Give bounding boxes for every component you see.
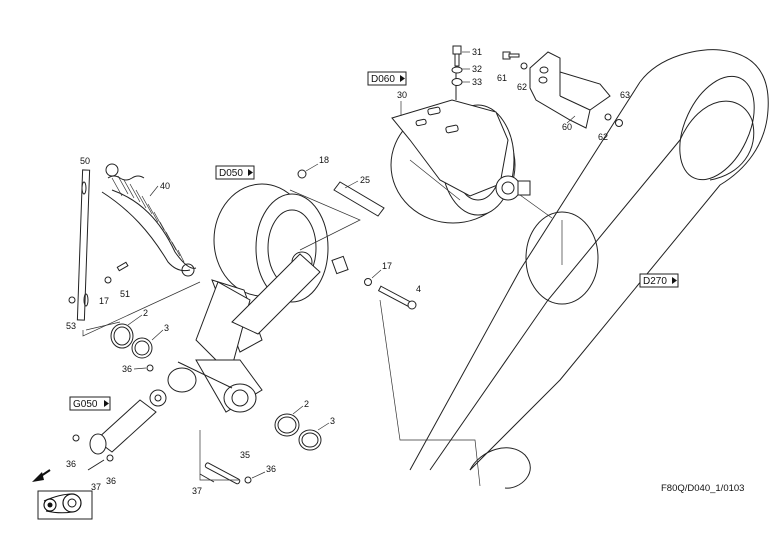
part-labels: 31 32 33 30 61 62 63 62 60 50 40 18 25 1… [66, 47, 630, 496]
part-label: 62 [517, 82, 527, 92]
spring-40 [101, 163, 197, 277]
part-label: 36 [106, 476, 116, 486]
part-label: 33 [472, 77, 482, 87]
part-label: 60 [562, 122, 572, 132]
part-label: 17 [382, 261, 392, 271]
tension-pulley-assembly [167, 183, 349, 413]
ref-g050-label: G050 [73, 399, 98, 410]
right-triangle-icon [104, 400, 109, 407]
part-label: 63 [620, 90, 630, 100]
part-label: 30 [397, 90, 407, 100]
part-label: 3 [164, 323, 169, 333]
ref-d270-box[interactable]: D270 [639, 273, 679, 288]
bracket-60 [502, 51, 623, 129]
bolt-4 [364, 278, 417, 310]
right-triangle-icon [248, 169, 253, 176]
ref-d060-box[interactable]: D060 [367, 71, 407, 86]
right-triangle-icon [672, 277, 677, 284]
drawing-code: F80Q/D040_1/0103 [661, 483, 744, 494]
belt-pulley-symbol-icon [37, 490, 93, 520]
part-label: 37 [91, 482, 101, 492]
part-label: 4 [416, 284, 421, 294]
part-label: 3 [330, 416, 335, 426]
pins-35-37 [199, 462, 252, 485]
ring-pair-right [274, 413, 322, 451]
part-label: 32 [472, 64, 482, 74]
part-label: 36 [66, 459, 76, 469]
upper-pulley-assembly [390, 60, 531, 224]
ref-d060-label: D060 [371, 74, 395, 85]
part-label: 36 [266, 464, 276, 474]
screw-stack [451, 45, 470, 86]
ref-d270-label: D270 [643, 276, 667, 287]
part-label: 62 [598, 132, 608, 142]
ref-g050-box[interactable]: G050 [69, 396, 111, 411]
left-down-arrow-icon [32, 469, 51, 482]
part-label: 2 [304, 399, 309, 409]
part-label: 61 [497, 73, 507, 83]
part-label: 40 [160, 181, 170, 191]
shaft-25 [297, 169, 385, 217]
rod-50 [68, 169, 129, 321]
right-triangle-icon [400, 75, 405, 82]
damper-g050 [72, 389, 167, 471]
ref-d050-label: D050 [219, 168, 243, 179]
part-label: 37 [192, 486, 202, 496]
drive-belt [409, 49, 769, 489]
part-label: 36 [122, 364, 132, 374]
part-label: 18 [319, 155, 329, 165]
part-label: 25 [360, 175, 370, 185]
ref-d050-box[interactable]: D050 [215, 165, 255, 180]
part-label: 50 [80, 156, 90, 166]
part-label: 2 [143, 308, 148, 318]
assembly-lines [82, 159, 481, 487]
part-label: 51 [120, 289, 130, 299]
part-label: 53 [66, 321, 76, 331]
part-label: 31 [472, 47, 482, 57]
part-label: 17 [99, 296, 109, 306]
part-label: 35 [240, 450, 250, 460]
ring-pair-left [110, 323, 154, 372]
